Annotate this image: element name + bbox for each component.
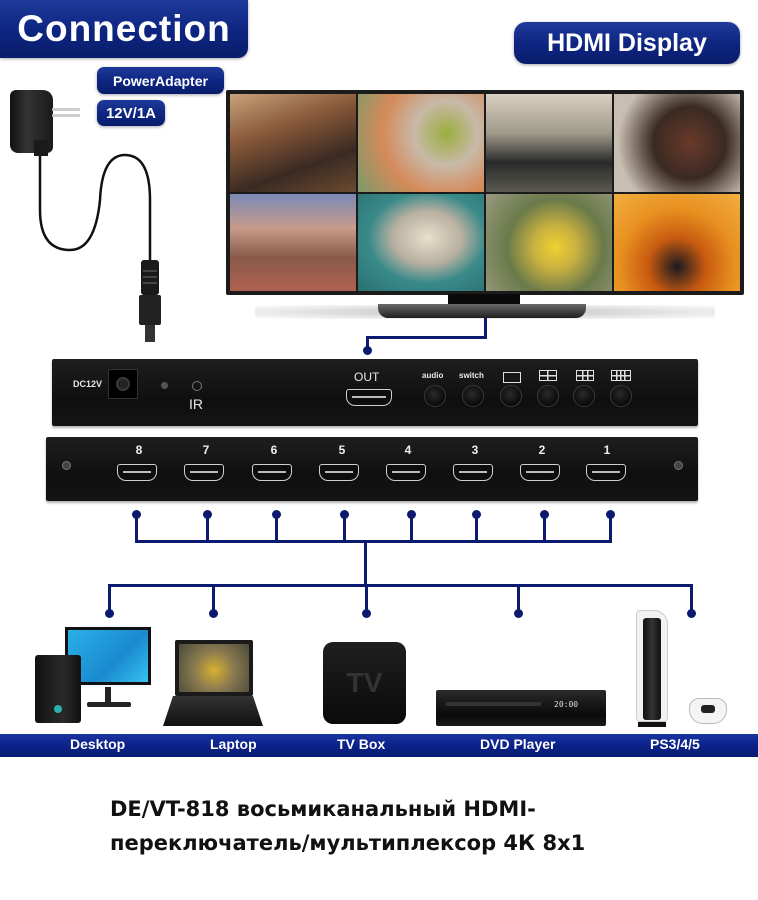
hdmi-input-port-7[interactable] xyxy=(184,464,224,481)
plug-prongs-icon xyxy=(52,108,82,118)
display-tile-1 xyxy=(230,94,356,192)
port-number: 3 xyxy=(471,443,479,457)
switch-button-label: switch xyxy=(459,371,484,380)
power-rating-label: 12V/1A xyxy=(97,100,165,126)
display-tile-2 xyxy=(358,94,484,192)
power-cable-icon xyxy=(34,140,161,342)
single-view-button[interactable] xyxy=(500,385,522,407)
connection-title: Connection xyxy=(0,0,248,58)
laptop-screen-icon xyxy=(175,640,253,696)
port-number: 4 xyxy=(404,443,412,457)
hdmi-input-port-6[interactable] xyxy=(252,464,292,481)
hdmi-input-port-1[interactable] xyxy=(586,464,626,481)
laptop-device xyxy=(163,640,263,728)
display-tile-5 xyxy=(230,193,356,291)
dc-input-label: DC12V xyxy=(73,379,103,389)
caption-line-2: переключатель/мультиплексор 4К 8х1 xyxy=(110,831,586,855)
tv-stand xyxy=(378,304,586,318)
port-number: 2 xyxy=(538,443,546,457)
six-view-button[interactable] xyxy=(573,385,595,407)
eight-view-icon xyxy=(611,370,631,381)
port-number: 1 xyxy=(603,443,611,457)
display-tile-7 xyxy=(486,193,612,291)
audio-button[interactable] xyxy=(424,385,446,407)
single-view-icon xyxy=(503,372,521,383)
hdmi-input-port-2[interactable] xyxy=(520,464,560,481)
audio-button-label: audio xyxy=(422,371,444,380)
six-view-icon xyxy=(576,370,594,381)
source-label-dvd-player: DVD Player xyxy=(480,736,556,752)
power-led-icon xyxy=(161,382,168,389)
source-label-tv-box: TV Box xyxy=(337,736,386,752)
source-label-desktop: Desktop xyxy=(70,736,126,752)
hdmi-input-port-3[interactable] xyxy=(453,464,493,481)
dvd-player-device: 20:00 xyxy=(436,690,606,726)
port-number: 8 xyxy=(135,443,143,457)
power-adapter-label: PowerAdapter xyxy=(97,67,224,94)
tv-box-device: TV xyxy=(323,642,406,724)
screw-icon xyxy=(674,461,683,470)
display-tile-6 xyxy=(358,193,484,291)
quad-view-button[interactable] xyxy=(537,385,559,407)
port-number: 6 xyxy=(270,443,278,457)
hdmi-input-port-8[interactable] xyxy=(117,464,157,481)
source-label-laptop: Laptop xyxy=(210,736,257,752)
hdmi-out-port[interactable] xyxy=(346,389,392,406)
display-tile-4 xyxy=(614,94,740,192)
source-labels-bar xyxy=(0,734,758,757)
tv-neck xyxy=(448,294,520,306)
desktop-device xyxy=(35,625,155,725)
source-label-ps: PS3/4/5 xyxy=(650,736,700,752)
port-number: 5 xyxy=(338,443,346,457)
switch-button[interactable] xyxy=(462,385,484,407)
product-caption: DE/VT-818 восьмиканальный HDMI- переключ… xyxy=(110,792,670,860)
dc-power-jack[interactable] xyxy=(108,369,138,399)
ir-label: IR xyxy=(189,396,203,412)
ps5-console-device xyxy=(634,610,670,728)
hdmi-display-label: HDMI Display xyxy=(514,22,740,64)
eight-view-button[interactable] xyxy=(610,385,632,407)
hdmi-input-port-4[interactable] xyxy=(386,464,426,481)
ir-sensor-icon xyxy=(192,381,202,391)
hdmi-input-port-5[interactable] xyxy=(319,464,359,481)
quad-view-icon xyxy=(539,370,557,381)
display-tile-3 xyxy=(486,94,612,192)
dvd-clock-display: 20:00 xyxy=(554,700,579,709)
screw-icon xyxy=(62,461,71,470)
port-number: 7 xyxy=(202,443,210,457)
display-tile-8 xyxy=(614,193,740,291)
caption-line-1: DE/VT-818 восьмиканальный HDMI- xyxy=(110,797,536,821)
tv-box-logo: TV xyxy=(346,667,383,698)
hdmi-display-tv xyxy=(226,90,744,295)
ps5-controller-icon xyxy=(689,698,727,724)
out-label: OUT xyxy=(354,370,380,384)
laptop-keyboard-icon xyxy=(163,696,263,726)
